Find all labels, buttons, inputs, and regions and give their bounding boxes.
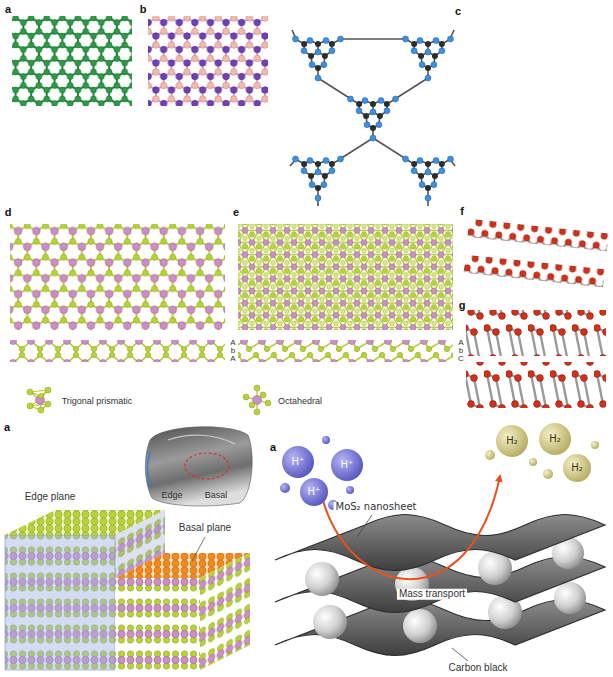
panel-letter: a (4, 422, 10, 434)
trigonal-prismatic-icon (27, 387, 51, 413)
ion-label: H₂ (549, 434, 561, 445)
plane-label: Basal plane (177, 523, 233, 534)
crystal-photo (145, 427, 252, 506)
photo-label: Basal (205, 491, 228, 500)
hbn-lattice (148, 16, 268, 106)
hydrogen-spheres (485, 423, 599, 482)
ion-label: H⁺ (341, 460, 354, 471)
proton-spheres (280, 436, 363, 510)
panel-letter: b (140, 4, 147, 16)
stacking-letter: A (230, 355, 235, 363)
photo-label: Edge (161, 491, 182, 500)
layered-chain-structure (464, 219, 609, 287)
coordination-label: Trigonal prismatic (62, 397, 133, 406)
panel-letter: f (460, 206, 464, 218)
panel-letter: a (5, 4, 11, 16)
puckered-layer-structure (466, 310, 606, 408)
callout-label: MoS₂ nanosheet (334, 502, 419, 513)
callout-label: Mass transport (397, 589, 467, 600)
mos2-2h-top-view (10, 224, 225, 330)
carbon-nitride-network (290, 30, 455, 206)
ion-label: H₂ (571, 463, 583, 474)
mos2-1t-side-view (238, 340, 453, 362)
ion-label: H⁺ (308, 487, 321, 498)
panel-letter: g (459, 300, 466, 312)
nanosheet-stack (275, 515, 605, 662)
coordination-label: Octahedral (278, 397, 322, 406)
panel-letter: e (233, 207, 239, 219)
stacking-letter: C (458, 355, 464, 363)
mos2-2h-side-view (10, 340, 225, 362)
panel-letter: c (455, 6, 461, 18)
panel-letter: a (270, 442, 276, 454)
ion-label: H⁺ (292, 457, 305, 468)
callout-label: Carbon black (447, 663, 510, 674)
mass-transport-arrow (322, 476, 500, 579)
plane-label: Edge plane (25, 492, 76, 503)
octahedral-icon (243, 385, 271, 415)
mos2-1t-top-view (238, 224, 453, 330)
graphene-lattice (12, 16, 132, 106)
ion-label: H₂ (506, 436, 518, 447)
panel-letter: d (5, 207, 12, 219)
layered-crystal-block (5, 510, 250, 670)
